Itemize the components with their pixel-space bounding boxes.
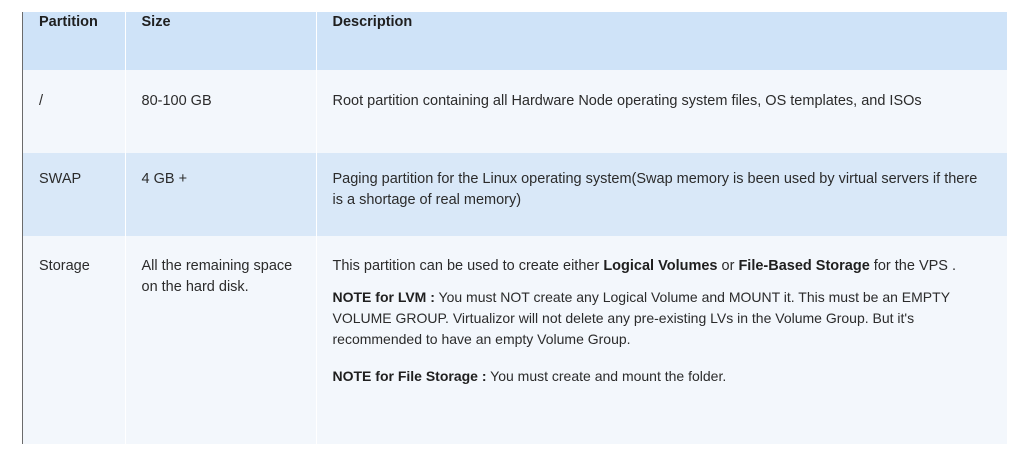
cell-partition: SWAP — [23, 153, 126, 236]
header-partition: Partition — [23, 12, 126, 70]
table-row: SWAP 4 GB + Paging partition for the Lin… — [23, 153, 1007, 236]
cell-description: Paging partition for the Linux operating… — [316, 153, 1007, 236]
left-border-line — [22, 12, 23, 444]
header-description: Description — [316, 12, 1007, 70]
cell-size: 80-100 GB — [125, 70, 317, 153]
intro-bold-logical-volumes: Logical Volumes — [603, 258, 718, 274]
note-lvm-label: NOTE for LVM : — [332, 289, 435, 305]
note-file-text: You must create and mount the folder. — [486, 368, 727, 384]
cell-description: This partition can be used to create eit… — [316, 236, 1007, 444]
cell-partition: Storage — [23, 236, 126, 444]
note-file-storage: NOTE for File Storage : You must create … — [333, 366, 992, 387]
cell-description: Root partition containing all Hardware N… — [316, 70, 1007, 153]
storage-intro: This partition can be used to create eit… — [333, 256, 992, 277]
table-row: / 80-100 GB Root partition containing al… — [23, 70, 1007, 153]
note-lvm-text: You must NOT create any Logical Volume a… — [332, 289, 950, 347]
cell-size: All the remaining space on the hard disk… — [125, 236, 317, 444]
partition-table: Partition Size Description / 80-100 GB R… — [23, 12, 1007, 444]
intro-text-before: This partition can be used to create eit… — [332, 258, 604, 274]
cell-size: 4 GB + — [125, 153, 317, 236]
intro-bold-file-based-storage: File-Based Storage — [738, 258, 870, 274]
intro-text-mid: or — [717, 258, 739, 274]
header-size: Size — [125, 12, 317, 70]
table-header-row: Partition Size Description — [23, 12, 1007, 70]
note-lvm: NOTE for LVM : You must NOT create any L… — [333, 287, 992, 350]
cell-partition: / — [23, 70, 126, 153]
note-file-label: NOTE for File Storage : — [332, 368, 487, 384]
table-row: Storage All the remaining space on the h… — [23, 236, 1007, 444]
intro-text-after: for the VPS . — [869, 258, 957, 274]
